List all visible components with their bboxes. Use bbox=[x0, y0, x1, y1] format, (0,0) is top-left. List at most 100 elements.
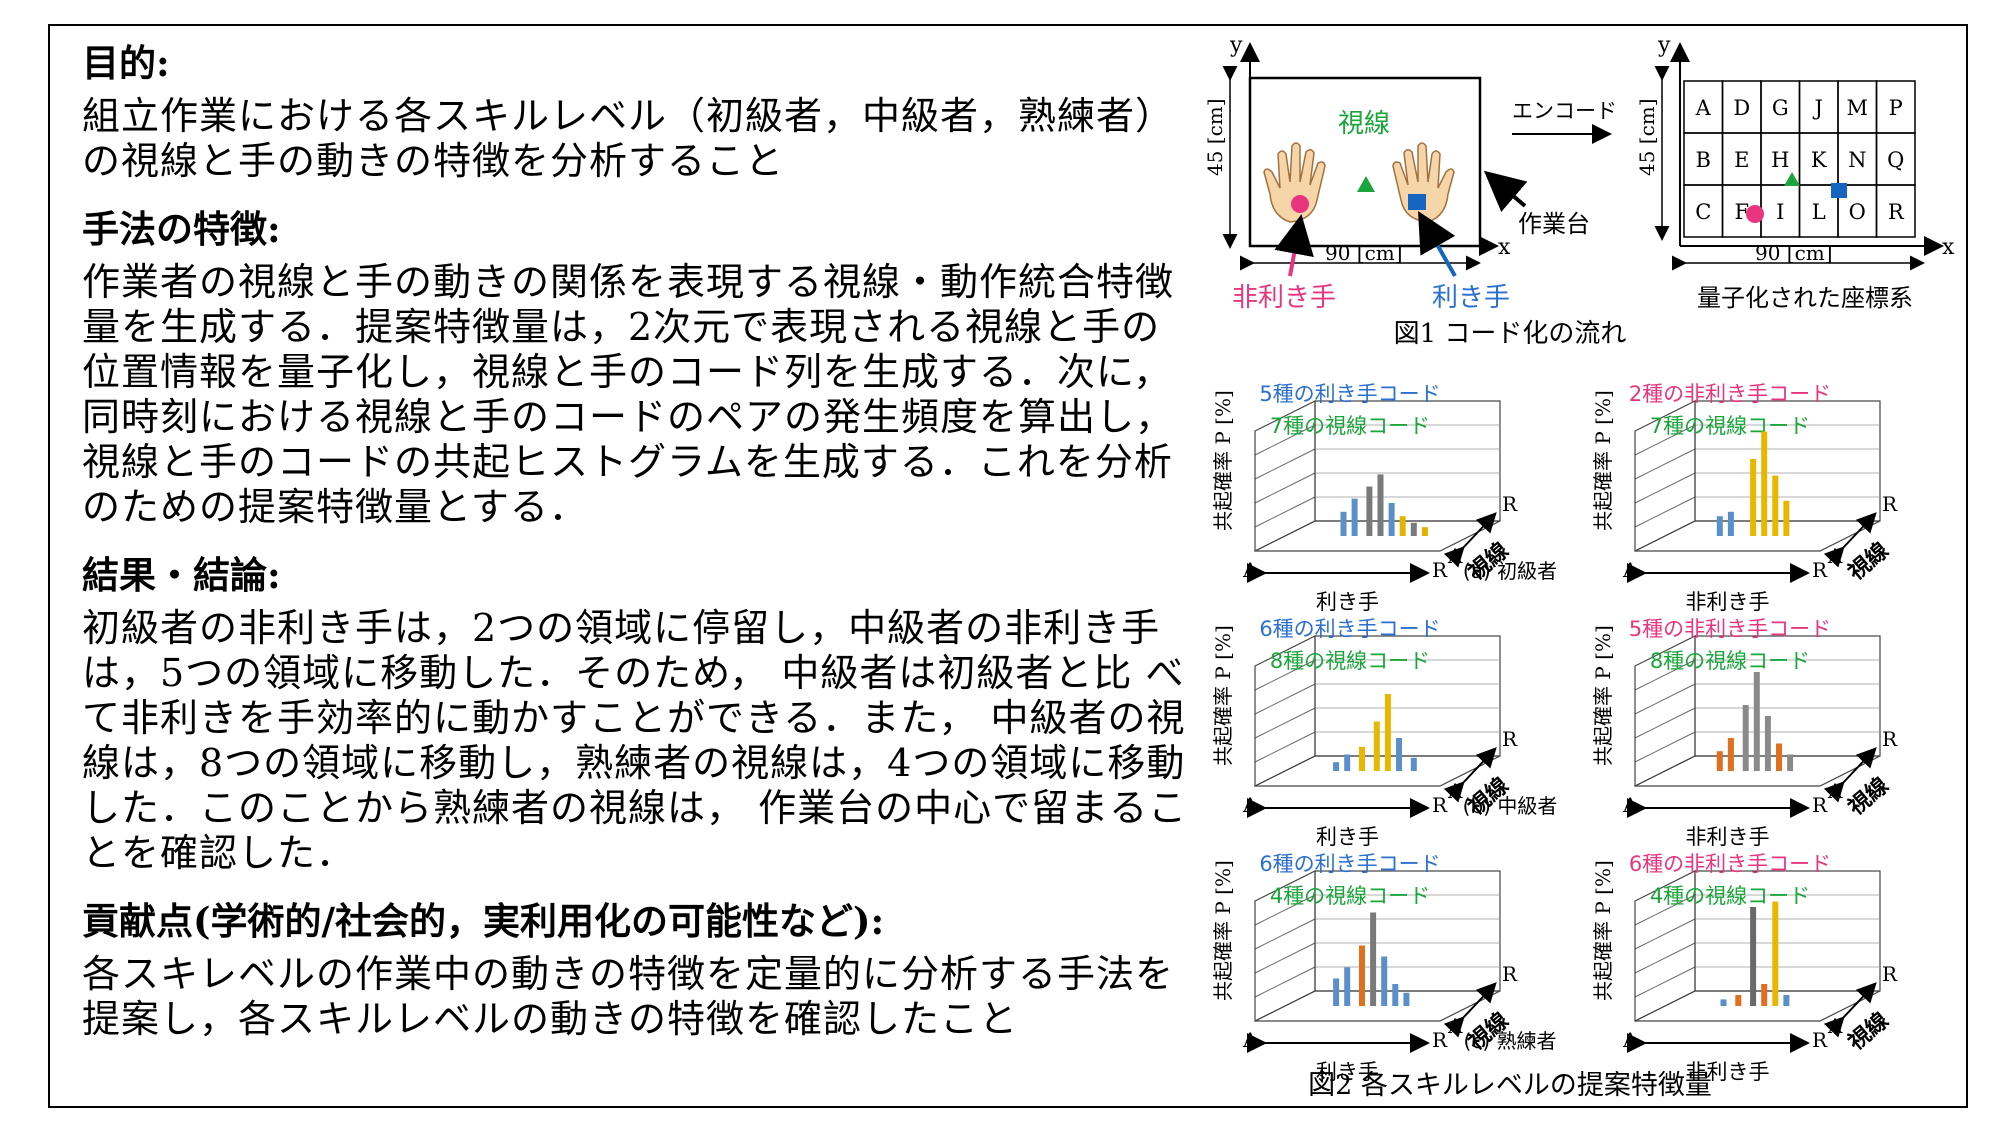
panel-ylabel: 共起確率 P [%] bbox=[1211, 625, 1235, 766]
fig1-workbench: y x 45 [cm] 90 [cm] 視線 作業台 非利き手 bbox=[1203, 33, 1590, 313]
gaze-code-label: 4種の視線コード bbox=[1650, 884, 1810, 908]
histogram-bar bbox=[1750, 907, 1757, 1006]
panel-xlabel: 利き手 bbox=[1316, 825, 1379, 849]
depth-axis-a-label: A bbox=[1827, 544, 1843, 568]
fig2-caption: 図2 各スキルレベルの提案特徴量 bbox=[1308, 1070, 1712, 1101]
skill-level-label: (b) 中級者 bbox=[1463, 794, 1558, 818]
depth-axis-r-label: R bbox=[1502, 727, 1518, 751]
grid-cell-letter: P bbox=[1889, 96, 1903, 120]
histogram-bar bbox=[1720, 999, 1727, 1006]
purpose-body: 組立作業における各スキルレベル（初級者，中級者，熟練者）の視線と手の動きの特徴を… bbox=[82, 94, 1175, 183]
histogram-bar bbox=[1776, 743, 1782, 771]
histogram-bar bbox=[1421, 527, 1428, 536]
depth-axis-label: 視線 bbox=[1843, 772, 1893, 820]
histogram-bar bbox=[1384, 694, 1391, 771]
grid-cell-letter: F bbox=[1734, 200, 1749, 224]
histogram-bar bbox=[1366, 486, 1373, 536]
gaze-label: 視線 bbox=[1338, 109, 1390, 139]
axis-r-label: R bbox=[1432, 558, 1448, 582]
histogram-bar bbox=[1772, 475, 1779, 536]
hand-code-label: 2種の非利き手コード bbox=[1629, 382, 1831, 406]
grid-dominant-marker-icon bbox=[1831, 183, 1847, 198]
histogram-bar bbox=[1333, 762, 1340, 771]
grid-cell-letter: O bbox=[1849, 200, 1866, 224]
hand-code-label: 6種の利き手コード bbox=[1259, 852, 1440, 876]
depth-axis-a-label: A bbox=[1447, 779, 1463, 803]
figure-column: y x 45 [cm] 90 [cm] 視線 作業台 非利き手 bbox=[1200, 26, 1960, 1106]
histogram-bar bbox=[1373, 721, 1380, 771]
grid-y-label: y bbox=[1657, 33, 1671, 58]
gaze-code-label: 7種の視線コード bbox=[1270, 414, 1430, 438]
grid-cell-letter: A bbox=[1695, 96, 1712, 120]
grid-cell-letter: I bbox=[1776, 200, 1784, 224]
gaze-code-label: 8種の視線コード bbox=[1270, 649, 1430, 673]
grid-cell-letter: B bbox=[1696, 148, 1711, 172]
axis-a-label: A bbox=[1622, 1028, 1638, 1052]
method-body: 作業者の視線と手の動きの関係を表現する視線・動作統合特徴量を生成する．提案特徴量… bbox=[82, 260, 1175, 529]
panel-ylabel: 共起確率 P [%] bbox=[1591, 860, 1615, 1001]
panel-ylabel: 共起確率 P [%] bbox=[1591, 625, 1615, 766]
depth-axis-a-label: A bbox=[1827, 1014, 1843, 1038]
purpose-heading: 目的: bbox=[82, 41, 170, 85]
histogram-bar bbox=[1761, 431, 1768, 536]
method-heading: 手法の特徴: bbox=[82, 207, 281, 251]
gaze-code-label: 7種の視線コード bbox=[1650, 414, 1810, 438]
axis-a-label: A bbox=[1242, 1028, 1258, 1052]
histogram-bar bbox=[1410, 522, 1417, 536]
grid-nondominant-marker-icon bbox=[1746, 205, 1764, 223]
content-frame bbox=[48, 24, 1968, 1108]
axis-a-label: A bbox=[1242, 558, 1258, 582]
gaze-code-label: 4種の視線コード bbox=[1270, 884, 1430, 908]
axis-r-label: R bbox=[1812, 558, 1828, 582]
dominant-hand-icon bbox=[1392, 142, 1455, 223]
histogram-bar bbox=[1388, 503, 1395, 536]
encode-label: エンコード bbox=[1512, 99, 1617, 123]
grid-cell-letter: E bbox=[1734, 148, 1749, 172]
histogram-bar bbox=[1377, 474, 1384, 536]
grid-cell-letter: J bbox=[1813, 96, 1823, 120]
contribution-heading: 貢献点(学術的/社会的，実利用化の可能性など): bbox=[82, 899, 885, 943]
histogram-bar bbox=[1399, 516, 1406, 536]
histogram-bar bbox=[1783, 995, 1790, 1006]
skill-level-label: (c) 熟練者 bbox=[1464, 1029, 1557, 1053]
hand-code-label: 5種の非利き手コード bbox=[1629, 617, 1831, 641]
depth-axis-label: 視線 bbox=[1843, 537, 1893, 585]
axis-r-label: R bbox=[1432, 793, 1448, 817]
histogram-bar bbox=[1351, 498, 1358, 536]
histogram-bar bbox=[1787, 754, 1794, 771]
hand-code-label: 6種の利き手コード bbox=[1259, 617, 1440, 641]
fig1-caption: 図1 コード化の流れ bbox=[1394, 319, 1627, 349]
panel-ylabel: 共起確率 P [%] bbox=[1211, 390, 1235, 531]
grid-cell-letter: M bbox=[1846, 96, 1868, 120]
histogram-bar bbox=[1742, 705, 1749, 771]
fig1-height-label: 45 [cm] bbox=[1203, 98, 1227, 176]
depth-axis-r-label: R bbox=[1502, 962, 1518, 986]
axis-r-label: R bbox=[1812, 1028, 1828, 1052]
histogram-bar bbox=[1392, 984, 1399, 1006]
histogram-bar bbox=[1783, 500, 1790, 536]
histogram-bar bbox=[1716, 516, 1723, 536]
grid-caption: 量子化された座標系 bbox=[1697, 284, 1913, 312]
results-body: 初級者の非利き手は，2つの領域に停留し，中級者の非利き手は，5つの領域に移動した… bbox=[82, 606, 1188, 875]
fig1-width-label: 90 [cm] bbox=[1325, 241, 1403, 265]
text-column: 目的: 組立作業における各スキルレベル（初級者，中級者，熟練者）の視線と手の動き… bbox=[82, 40, 1192, 1064]
depth-axis-a-label: A bbox=[1827, 779, 1843, 803]
histogram-bar bbox=[1761, 984, 1768, 1006]
histogram-bar bbox=[1764, 716, 1771, 771]
histogram-bar bbox=[1735, 995, 1742, 1006]
histogram-bar bbox=[1727, 511, 1734, 536]
depth-axis-r-label: R bbox=[1882, 492, 1898, 516]
histogram-bar bbox=[1403, 992, 1410, 1006]
depth-axis-a-label: A bbox=[1447, 1014, 1463, 1038]
histogram-bar bbox=[1727, 738, 1734, 771]
histogram-bar bbox=[1359, 945, 1365, 1006]
depth-axis-r-label: R bbox=[1882, 727, 1898, 751]
panel-xlabel: 利き手 bbox=[1316, 1060, 1379, 1084]
grid-cell-letter: Q bbox=[1887, 148, 1904, 172]
histogram-bar bbox=[1396, 738, 1402, 771]
grid-cell-letter: H bbox=[1771, 148, 1789, 172]
